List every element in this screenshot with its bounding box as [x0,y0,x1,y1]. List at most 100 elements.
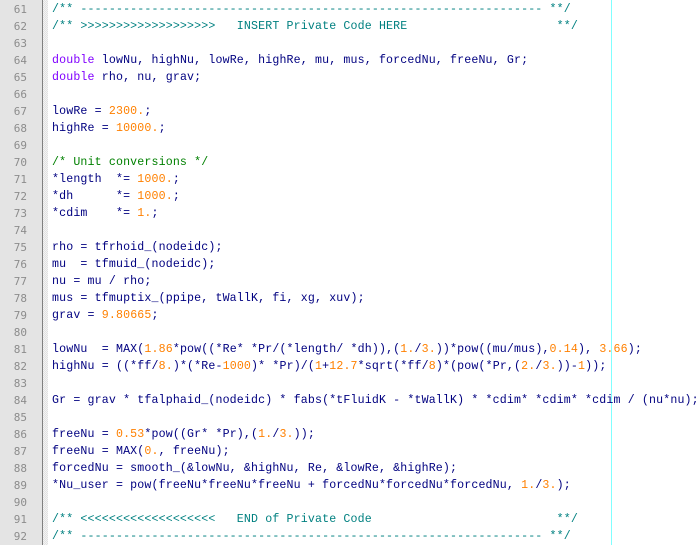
code-token: ); [627,343,642,356]
line-code[interactable]: highRe = 10000.; [52,120,166,137]
line-code[interactable]: *Nu_user = pow(freeNu*freeNu*freeNu + fo… [52,477,571,494]
line-code[interactable]: *cdim *= 1.; [52,205,159,222]
line-code[interactable]: lowNu = MAX(1.86*pow((*Re* *Pr/(*length/… [52,341,642,358]
line-code[interactable]: freeNu = 0.53*pow((Gr* *Pr),(1./3.)); [52,426,315,443]
code-token: ; [144,105,152,118]
line-code[interactable]: /** ------------------------------------… [52,1,571,18]
number-token: 1. [400,343,415,356]
code-token: ))- [556,360,579,373]
code-token: / [535,479,543,492]
number-token: 1 [315,360,323,373]
code-token: *pow((Gr* *Pr),( [144,428,259,441]
line-code[interactable]: highNu = ((*ff/8.)*(*Re-1000)* *Pr)/(1+1… [52,358,606,375]
code-token: mu = tfmuid_(nodeidc); [52,258,216,271]
line-code[interactable]: mu = tfmuid_(nodeidc); [52,256,215,273]
code-token: freeNu = [52,428,116,441]
number-token: 3. [542,479,557,492]
keyword-token: double [52,54,95,67]
number-token: 1000. [137,173,173,186]
number-token: 10000. [115,122,159,135]
line-code[interactable]: rho = tfrhoid_(nodeidc); [52,239,223,256]
line-number: 72 [13,190,27,203]
number-token: 1 [578,360,586,373]
line-code[interactable]: grav = 9.80665; [52,307,159,324]
code-token: / [414,343,422,356]
number-token: 1000 [222,360,252,373]
number-token: 1.86 [144,343,173,356]
line-code[interactable]: /** ------------------------------------… [52,528,571,545]
number-token: 3. [421,343,436,356]
line-number: 81 [13,343,27,356]
line-code[interactable]: Gr = grav * tfalphaid_(nodeidc) * fabs(*… [52,392,696,409]
line-number: 64 [13,54,27,67]
code-token: lowNu, highNu, lowRe, highRe, mu, mus, f… [94,54,529,67]
line-number: 65 [13,71,27,84]
fold-margin[interactable] [43,0,48,545]
number-token: 1. [258,428,273,441]
line-code[interactable]: /** <<<<<<<<<<<<<<<<<<< END of Private C… [52,511,578,528]
code-token: ; [158,122,166,135]
line-number: 73 [13,207,27,220]
line-code[interactable]: nu = mu / rho; [52,273,152,290]
code-token: )); [585,360,607,373]
line-number: 76 [13,258,27,271]
code-token: ; [172,173,180,186]
long-line-edge-marker [611,0,612,545]
code-token: highNu = ((*ff/ [52,360,159,373]
code-token: ), [577,343,600,356]
line-number: 77 [13,275,27,288]
line-number: 68 [13,122,27,135]
line-number: 90 [13,496,27,509]
code-token: rho, nu, grav; [94,71,202,84]
code-token: nu = mu / rho; [52,275,152,288]
number-token: 0. [144,445,159,458]
number-token: 1000. [137,190,173,203]
line-number: 74 [13,224,27,237]
line-number-gutter [0,0,42,545]
line-code[interactable]: mus = tfmuptix_(ppipe, tWallK, fi, xg, x… [52,290,365,307]
number-token: 2300. [108,105,145,118]
line-code[interactable]: double rho, nu, grav; [52,69,201,86]
number-token: 3. [542,360,557,373]
code-token: )* *Pr)/( [251,360,316,373]
keyword-token: double [52,71,95,84]
code-token: *pow((*Re* *Pr/(*length/ *dh)),( [172,343,401,356]
code-token: Gr = grav * tfalphaid_(nodeidc) * fabs(*… [52,394,696,407]
line-code[interactable]: freeNu = MAX(0., freeNu); [52,443,230,460]
line-number: 67 [13,105,27,118]
line-number: 69 [13,139,27,152]
line-number: 79 [13,309,27,322]
line-number: 61 [13,3,27,16]
line-number: 88 [13,462,27,475]
number-token: 1. [137,207,152,220]
number-token: 12.7 [329,360,358,373]
line-code[interactable]: /** >>>>>>>>>>>>>>>>>>> INSERT Private C… [52,18,578,35]
line-code[interactable]: *length *= 1000.; [52,171,180,188]
code-token: *Nu_user = pow(freeNu*freeNu*freeNu + fo… [52,479,522,492]
code-token: mus = tfmuptix_(ppipe, tWallK, fi, xg, x… [52,292,365,305]
line-number: 78 [13,292,27,305]
line-number: 71 [13,173,27,186]
code-token: grav = [52,309,102,322]
line-number: 75 [13,241,27,254]
code-token: *sqrt(*ff/ [357,360,429,373]
gutter-divider [42,0,43,545]
number-token: 2. [521,360,536,373]
line-code[interactable]: double lowNu, highNu, lowRe, highRe, mu,… [52,52,528,69]
number-token: 1. [521,479,536,492]
number-token: 0.53 [115,428,145,441]
line-code[interactable]: forcedNu = smooth_(&lowNu, &highNu, Re, … [52,460,457,477]
line-code[interactable]: /* Unit conversions */ [52,154,208,171]
code-token: + [322,360,330,373]
line-code[interactable]: *dh *= 1000.; [52,188,180,205]
code-token: lowNu = MAX( [52,343,145,356]
code-token: highRe = [52,122,116,135]
line-code[interactable]: lowRe = 2300.; [52,103,152,120]
number-token: 8 [428,360,436,373]
code-token: *length *= [52,173,138,186]
line-number: 62 [13,20,27,33]
code-token: forcedNu = smooth_(&lowNu, &highNu, Re, … [52,462,458,475]
number-token: 3. [279,428,294,441]
line-number: 86 [13,428,27,441]
